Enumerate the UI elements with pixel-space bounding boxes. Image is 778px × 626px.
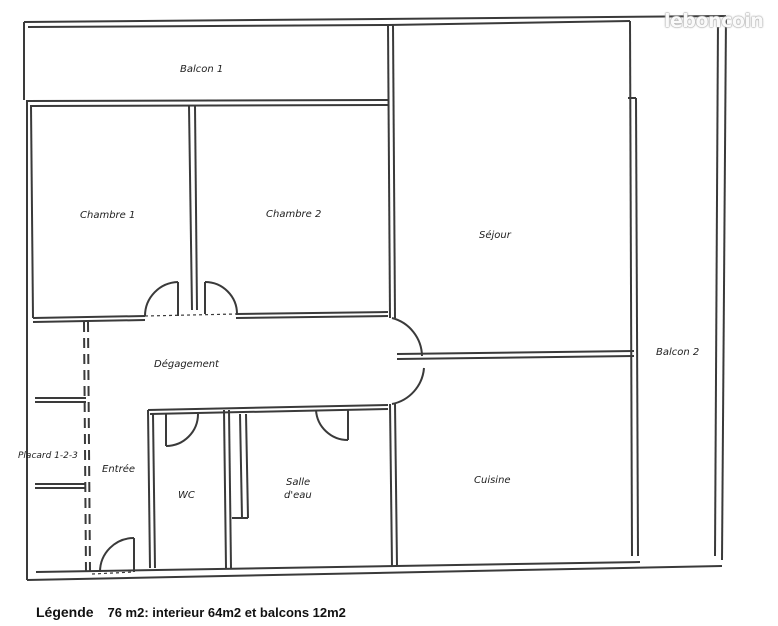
placard-wall bbox=[83, 321, 87, 573]
sejour-cuisine-wall bbox=[396, 350, 635, 355]
label-salle-line1: Salle bbox=[286, 477, 310, 488]
label-salle-line2: d'eau bbox=[284, 490, 312, 501]
label-degagement: Dégagement bbox=[154, 358, 220, 370]
label-balcon1: Balcon 1 bbox=[180, 64, 223, 75]
door-wc bbox=[165, 413, 199, 447]
label-wc: WC bbox=[178, 490, 195, 501]
label-chambre2: Chambre 2 bbox=[266, 209, 321, 220]
salle-wall bbox=[239, 413, 243, 519]
chambre-divider bbox=[188, 105, 193, 311]
label-chambre1: Chambre 1 bbox=[80, 210, 135, 221]
legend-text: 76 m2: interieur 64m2 et balcons 12m2 bbox=[107, 605, 346, 620]
degagement-bottom-wall bbox=[147, 404, 389, 411]
label-cuisine: Cuisine bbox=[474, 475, 511, 486]
balcon1-wall bbox=[27, 99, 389, 102]
label-balcon2: Balcon 2 bbox=[656, 347, 699, 358]
outer-wall-right-inner bbox=[714, 19, 719, 557]
label-sejour: Séjour bbox=[479, 229, 512, 241]
chambre-bottom-wall-a bbox=[32, 315, 146, 319]
label-entree: Entrée bbox=[102, 463, 135, 475]
label-placard: Placard 1-2-3 bbox=[18, 451, 78, 461]
outer-wall-top bbox=[23, 15, 727, 23]
door-chambre2 bbox=[204, 281, 238, 315]
watermark-logo: leboncoin bbox=[664, 10, 764, 32]
door-salle bbox=[315, 409, 349, 442]
legend: Légende 76 m2: interieur 64m2 et balcons… bbox=[36, 604, 346, 620]
wc-left-wall bbox=[147, 409, 151, 569]
door-sejour bbox=[391, 317, 423, 357]
door-chambre1 bbox=[144, 281, 179, 317]
sejour-left-wall bbox=[387, 24, 391, 319]
outer-wall-bottom-inner bbox=[35, 561, 641, 573]
floor-plan: Balcon 1 Chambre 1 Chambre 2 Séjour Balc… bbox=[18, 15, 727, 581]
legend-title: Légende bbox=[36, 604, 94, 620]
balcon2-wall bbox=[629, 20, 633, 557]
chambre-bottom-wall-b bbox=[235, 311, 389, 315]
outer-wall-right bbox=[721, 15, 727, 561]
door-entree bbox=[99, 537, 135, 573]
chambre-left-wall bbox=[30, 105, 34, 319]
door-cuisine bbox=[391, 367, 425, 405]
outer-wall-bottom bbox=[26, 565, 723, 581]
wc-right-wall bbox=[223, 409, 227, 569]
